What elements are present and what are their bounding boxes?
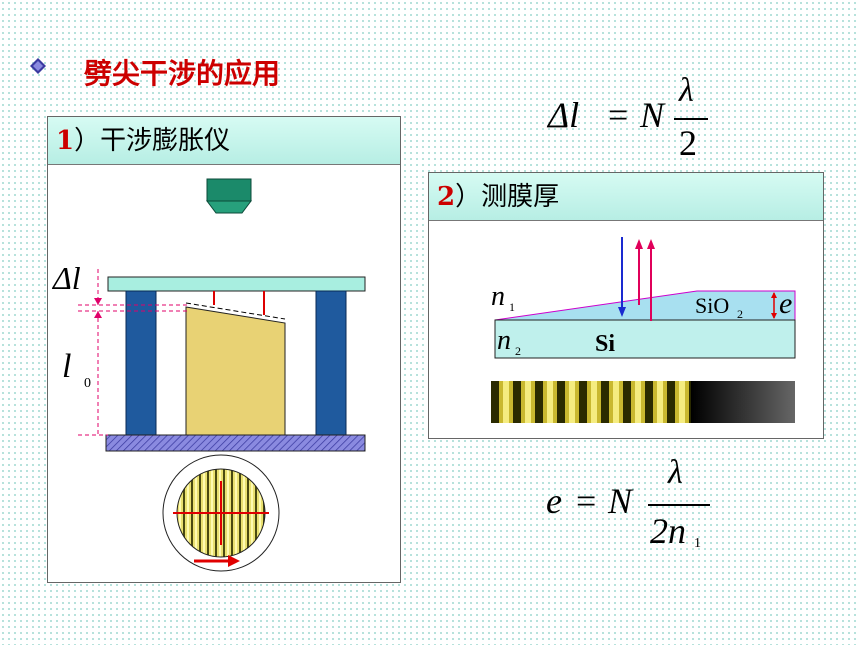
panel-number: 2: [437, 182, 456, 212]
panel-header: 2）测膜厚: [429, 173, 823, 221]
sio2-label: SiO: [695, 293, 729, 318]
n1-label: n: [491, 281, 505, 312]
formula-lhs: e: [546, 481, 562, 521]
film-thickness-diagram: n 1 n 2 Si SiO 2 e: [491, 237, 796, 423]
si-substrate: [494, 319, 796, 359]
formula-den-subscript: 1: [694, 536, 701, 551]
l0-label: l: [62, 348, 71, 385]
dilatometer-diagram: Δl l 0: [51, 178, 366, 572]
delta-l-label: Δl: [51, 260, 81, 296]
formula-den: 2n: [650, 511, 686, 551]
fraction-bar: [674, 118, 708, 120]
fringe-dark-region: [691, 381, 795, 423]
panel-label: ）干涉膨胀仪: [74, 126, 231, 156]
panel-film-thickness: 2）测膜厚: [428, 172, 824, 439]
formula-den: 2: [679, 123, 697, 163]
diamond-bullet-icon: [30, 58, 46, 74]
sample-block: [185, 306, 286, 436]
l0-subscript: 0: [84, 376, 91, 391]
fraction-bar: [648, 504, 710, 506]
n1-subscript: 1: [509, 300, 515, 314]
formula-n: N: [640, 95, 665, 135]
formula-lhs: Δl: [548, 95, 580, 135]
fringe-strip: [491, 381, 691, 423]
panel-header: 1）干涉膨胀仪: [48, 117, 400, 165]
formula-eq: =: [576, 481, 597, 521]
e-label: e: [779, 287, 792, 320]
right-pillar: [315, 290, 347, 436]
left-pillar: [125, 290, 157, 436]
sio2-subscript: 2: [737, 307, 743, 321]
base-plate: [105, 434, 366, 452]
n2-subscript: 2: [515, 344, 521, 358]
formula-n: N: [608, 481, 633, 521]
rotation-arrow-icon: [194, 555, 240, 567]
formula-thickness: e = N λ 2n 1: [546, 454, 736, 564]
panel-number: 1: [56, 126, 75, 156]
formula-delta-l: Δl = N λ 2: [548, 72, 738, 172]
n2-label: n: [497, 325, 511, 356]
sio2-layer: [494, 290, 796, 321]
si-label: Si: [595, 331, 615, 357]
top-glass-plate: [107, 276, 366, 292]
formula-eq: =: [608, 95, 629, 135]
panel-label: ）测膜厚: [455, 182, 560, 212]
formula-lambda: λ: [668, 454, 683, 491]
panel-dilatometer: 1）干涉膨胀仪: [47, 116, 401, 583]
microscope-objective-icon: [206, 178, 252, 214]
page-title: 劈尖干涉的应用: [84, 57, 281, 90]
formula-lambda: λ: [679, 72, 694, 109]
